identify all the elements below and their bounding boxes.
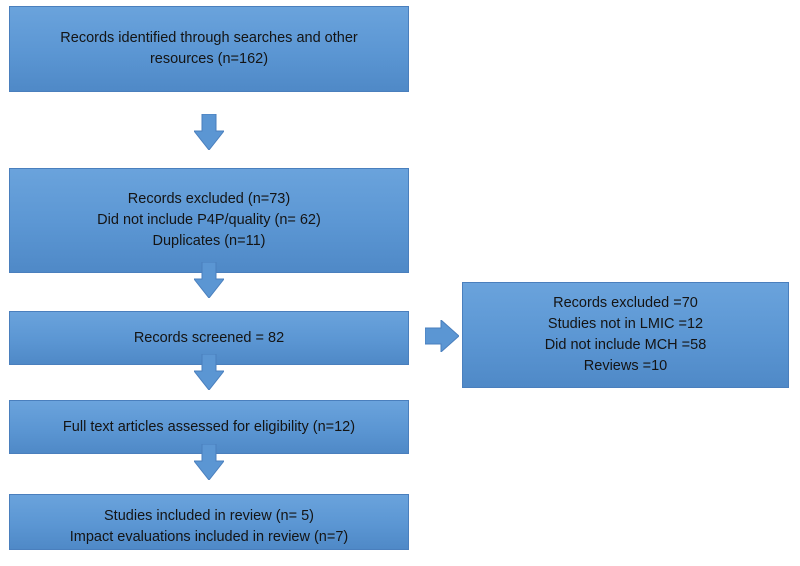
fulltext-assessed-line1: Full text articles assessed for eligibil… xyxy=(62,418,356,435)
records-excluded-second-line3: Did not include MCH =58 xyxy=(544,337,707,353)
records-excluded-second-line2: Studies not in LMIC =12 xyxy=(547,316,704,332)
records-identified-line2: resources (n=162) xyxy=(149,51,269,67)
arrow-down-icon xyxy=(194,354,224,390)
arrow-down-icon xyxy=(194,262,224,298)
studies-included-line2: Impact evaluations included in review (n… xyxy=(69,529,349,545)
records-excluded-line2: Did not include P4P/quality (n= 62) xyxy=(97,212,321,228)
records-excluded-second-line4: Reviews =10 xyxy=(583,358,668,374)
records-excluded-box: Records excluded (n=73) Did not include … xyxy=(9,168,409,273)
arrow-down-icon xyxy=(194,444,224,480)
records-identified-box: Records identified through searches and … xyxy=(9,6,409,92)
arrow-right-icon xyxy=(425,320,459,352)
records-excluded-line3: Duplicates (n=11) xyxy=(152,233,266,249)
records-excluded-second-box: Records excluded =70 Studies not in LMIC… xyxy=(462,282,789,388)
records-identified-line1: Records identified through searches and … xyxy=(60,30,358,46)
records-excluded-second-line1: Records excluded =70 xyxy=(553,295,698,311)
studies-included-line1: Studies included in review (n= 5) xyxy=(104,508,314,524)
records-screened-line1: Records screened = 82 xyxy=(133,329,285,346)
studies-included-box: Studies included in review (n= 5) Impact… xyxy=(9,494,409,550)
arrow-down-icon xyxy=(194,114,224,150)
records-excluded-line1: Records excluded (n=73) xyxy=(127,191,291,207)
